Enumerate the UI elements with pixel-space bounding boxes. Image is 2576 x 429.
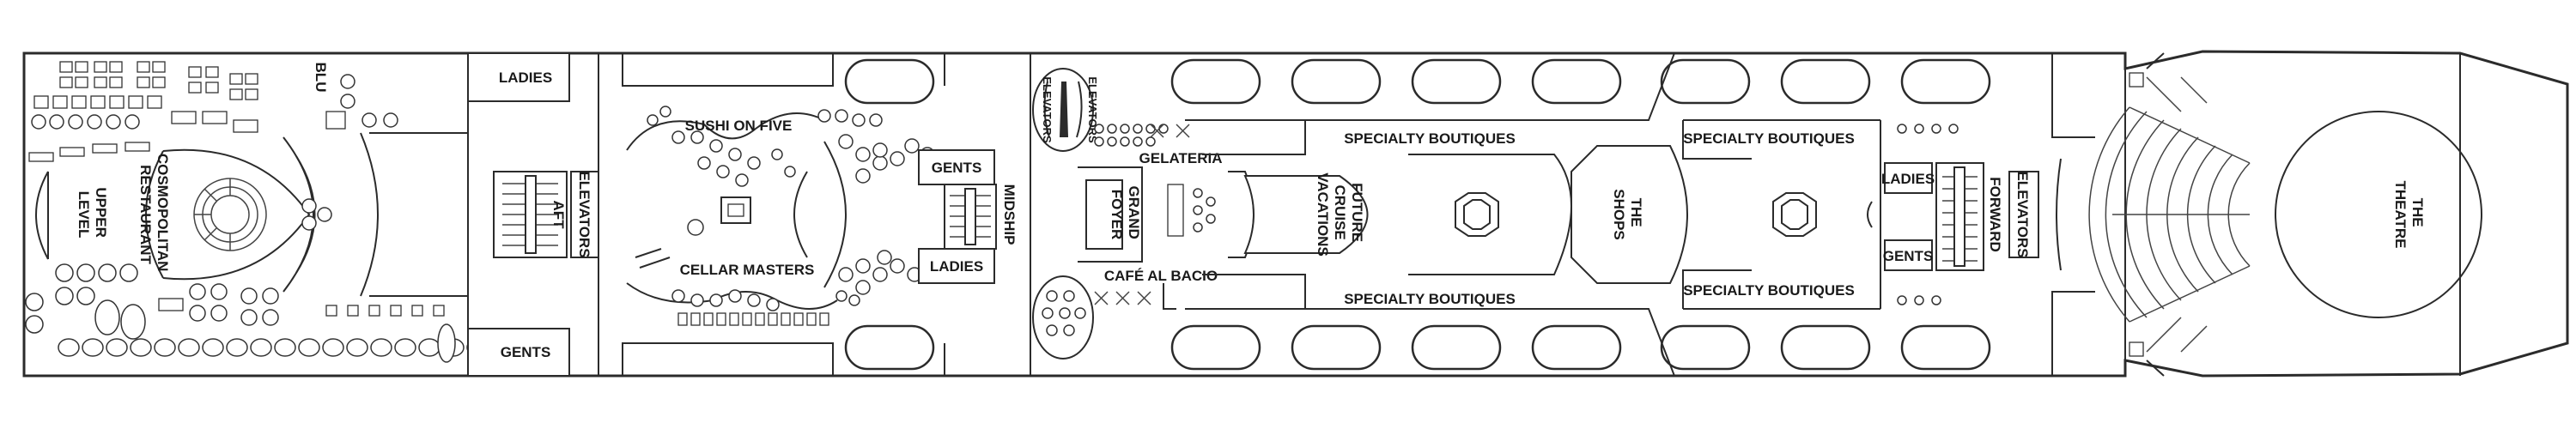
specialty-boutiques-2-label[interactable]: SPECIALTY BOUTIQUES <box>1344 291 1516 307</box>
atrium-octagons <box>1455 192 1817 237</box>
the-shops[interactable] <box>1571 145 1688 284</box>
aft-stair-core[interactable] <box>493 171 568 258</box>
dining-tables-top <box>28 61 258 162</box>
midship-elevators-upper[interactable] <box>1032 68 1094 152</box>
midship-elevators-lower-label: ELEVATORS <box>1041 76 1054 143</box>
forward-gents-label: GENTS <box>1883 248 1934 264</box>
aft-ladies-label: LADIES <box>499 69 552 86</box>
forward-lounge-seating <box>1867 124 1959 305</box>
forward-gents-room[interactable] <box>1884 239 1933 271</box>
midship-elevators-lower[interactable] <box>1032 275 1094 360</box>
sushi-cellar-area[interactable] <box>626 106 935 326</box>
grand-foyer-area[interactable] <box>1078 124 1216 310</box>
theatre-seating <box>2051 52 2482 377</box>
forward-elevators[interactable] <box>2008 171 2039 258</box>
aft-gents-room[interactable] <box>467 328 570 377</box>
forward-ladies-label: LADIES <box>1881 171 1935 187</box>
aft-ladies-room[interactable] <box>467 52 570 102</box>
midship-ladies-label: LADIES <box>930 258 983 275</box>
cafe-al-bacio-label: CAFÉ AL BACIO <box>1104 268 1218 284</box>
the-theatre-label[interactable]: THE THEATRE <box>2392 180 2426 248</box>
aft-elevators[interactable] <box>570 171 599 258</box>
midship-stair-core[interactable] <box>944 184 997 250</box>
specialty-boutiques-3-label[interactable]: SPECIALTY BOUTIQUES <box>1683 130 1855 147</box>
lifeboats-port <box>844 58 1991 105</box>
the-shops-label: THE SHOPS <box>1611 189 1644 240</box>
blu-label: BLU <box>313 63 329 93</box>
lifeboats-starboard <box>844 324 1991 371</box>
midship-label: MIDSHIP <box>1001 184 1018 245</box>
future-cruise-label: FUTURE CRUISE VACATIONS <box>1315 172 1365 257</box>
grand-foyer-label: GRAND FOYER <box>1109 185 1142 243</box>
central-stair <box>193 178 267 251</box>
specialty-boutiques-1-label[interactable]: SPECIALTY BOUTIQUES <box>1344 130 1516 147</box>
midship-gents-room[interactable] <box>918 149 995 185</box>
blu-lounge-seating <box>301 74 398 231</box>
sushi-on-five-label: SUSHI ON FIVE <box>685 118 793 134</box>
forward-ladies-room[interactable] <box>1884 162 1933 194</box>
gelateria-label: GELATERIA <box>1139 150 1223 166</box>
cosmopolitan-restaurant-area[interactable] <box>25 53 570 376</box>
midship-gents-label: GENTS <box>932 160 982 176</box>
forward-elevators-label: ELEVATORS <box>2014 171 2031 257</box>
forward-label: FORWARD <box>1987 177 2003 252</box>
aft-label: AFT <box>550 200 567 229</box>
midship-ladies-room[interactable] <box>918 248 995 284</box>
dining-tables-bottom <box>25 263 489 363</box>
aft-elevators-label: ELEVATORS <box>576 171 592 257</box>
specialty-boutiques-4-label[interactable]: SPECIALTY BOUTIQUES <box>1683 282 1855 299</box>
cellar-masters-label: CELLAR MASTERS <box>680 262 815 278</box>
cosmopolitan-restaurant-label: COSMOPOLITAN RESTAURANT <box>137 154 171 275</box>
aft-gents-label: GENTS <box>501 344 551 360</box>
midship-elevators-upper-label: ELEVATORS <box>1086 76 1099 143</box>
future-cruise-vacations-office[interactable] <box>1228 171 1369 258</box>
upper-level-label: UPPER LEVEL <box>76 187 109 241</box>
forward-stair-core[interactable] <box>1935 162 1984 271</box>
